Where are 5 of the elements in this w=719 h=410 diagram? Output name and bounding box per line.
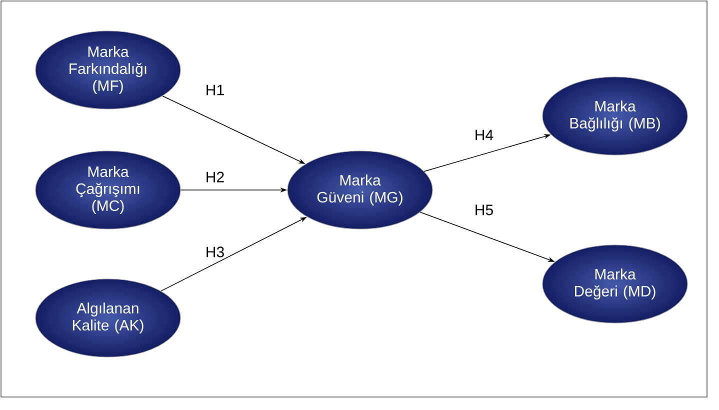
edge-label: H1 [204, 84, 226, 96]
edge-label: H2 [204, 170, 226, 184]
edge-label: H3 [204, 246, 226, 258]
edge-label: H5 [473, 204, 495, 216]
edge-label: H4 [473, 128, 495, 142]
